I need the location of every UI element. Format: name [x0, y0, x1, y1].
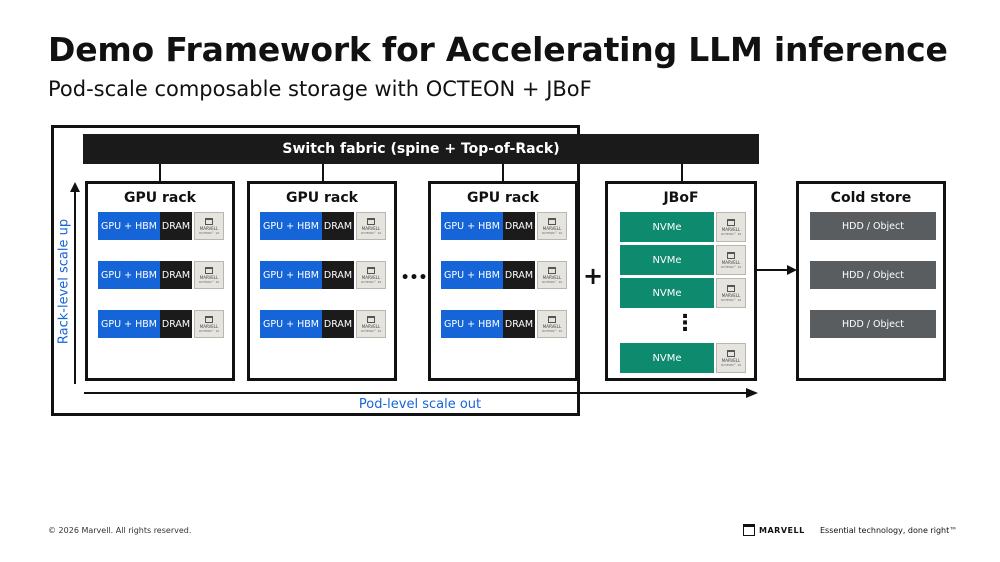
- gpu-hbm-block: GPU + HBM: [98, 310, 160, 338]
- dram-block: DRAM: [322, 261, 354, 289]
- page-title: Demo Framework for Accelerating LLM infe…: [48, 30, 948, 69]
- hdd-object-block: HDD / Object: [810, 261, 936, 289]
- dram-block: DRAM: [503, 310, 535, 338]
- connector-rack-1: [159, 164, 161, 182]
- dram-block: DRAM: [160, 212, 192, 240]
- gpu-hbm-block: GPU + HBM: [441, 261, 503, 289]
- dram-block: DRAM: [160, 261, 192, 289]
- gpu-hbm-block: GPU + HBM: [260, 261, 322, 289]
- plus-icon: +: [582, 262, 604, 290]
- gpu-hbm-block: GPU + HBM: [441, 310, 503, 338]
- gpu-hbm-block: GPU + HBM: [260, 310, 322, 338]
- gpu-hbm-block: GPU + HBM: [260, 212, 322, 240]
- cold-store-title: Cold store: [830, 190, 912, 206]
- switch-fabric-label: Switch fabric (spine + Top-of-Rack): [282, 141, 560, 157]
- nvme-block: NVMe: [620, 278, 714, 308]
- connector-jbof: [681, 164, 683, 182]
- dram-block: DRAM: [503, 261, 535, 289]
- dram-block: DRAM: [322, 310, 354, 338]
- hdd-object-block: HDD / Object: [810, 212, 936, 240]
- gpu-hbm-block: GPU + HBM: [98, 261, 160, 289]
- marvell-logo-text: MARVELL: [759, 525, 805, 535]
- cold-store-box: Cold store HDD / Object HDD / Object HDD…: [796, 181, 946, 381]
- more-racks-ellipsis: •••: [400, 270, 428, 286]
- nvme-block: NVMe: [620, 245, 714, 275]
- gpu-rack-title: GPU rack: [286, 190, 358, 206]
- more-nvme-vdots: ⋮: [674, 311, 696, 336]
- marvell-logo-icon: [743, 524, 755, 536]
- nvme-block: NVMe: [620, 343, 714, 373]
- dram-block: DRAM: [322, 212, 354, 240]
- gpu-hbm-block: GPU + HBM: [441, 212, 503, 240]
- dram-block: DRAM: [160, 310, 192, 338]
- nvme-block: NVMe: [620, 212, 714, 242]
- pod-scale-out-arrow: [84, 388, 758, 398]
- gpu-rack-title: GPU rack: [467, 190, 539, 206]
- page-subtitle: Pod-scale composable storage with OCTEON…: [48, 77, 592, 101]
- jbof-title: JBoF: [663, 190, 699, 206]
- connector-rack-2: [322, 164, 324, 182]
- footer-tagline: Essential technology, done right™: [820, 526, 958, 535]
- footer-copyright: © 2026 Marvell. All rights reserved.: [48, 526, 192, 535]
- marvell-logo: MARVELL: [743, 524, 805, 536]
- arrow-to-cold-store: [757, 265, 797, 275]
- gpu-hbm-block: GPU + HBM: [98, 212, 160, 240]
- rack-scale-up-arrow: [70, 182, 80, 384]
- dram-block: DRAM: [503, 212, 535, 240]
- hdd-object-block: HDD / Object: [810, 310, 936, 338]
- rack-scale-up-label: Rack-level scale up: [56, 218, 72, 345]
- connector-rack-3: [502, 164, 504, 182]
- pod-scale-out-label: Pod-level scale out: [358, 397, 482, 412]
- gpu-rack-title: GPU rack: [124, 190, 196, 206]
- switch-fabric-bar: Switch fabric (spine + Top-of-Rack): [83, 134, 759, 164]
